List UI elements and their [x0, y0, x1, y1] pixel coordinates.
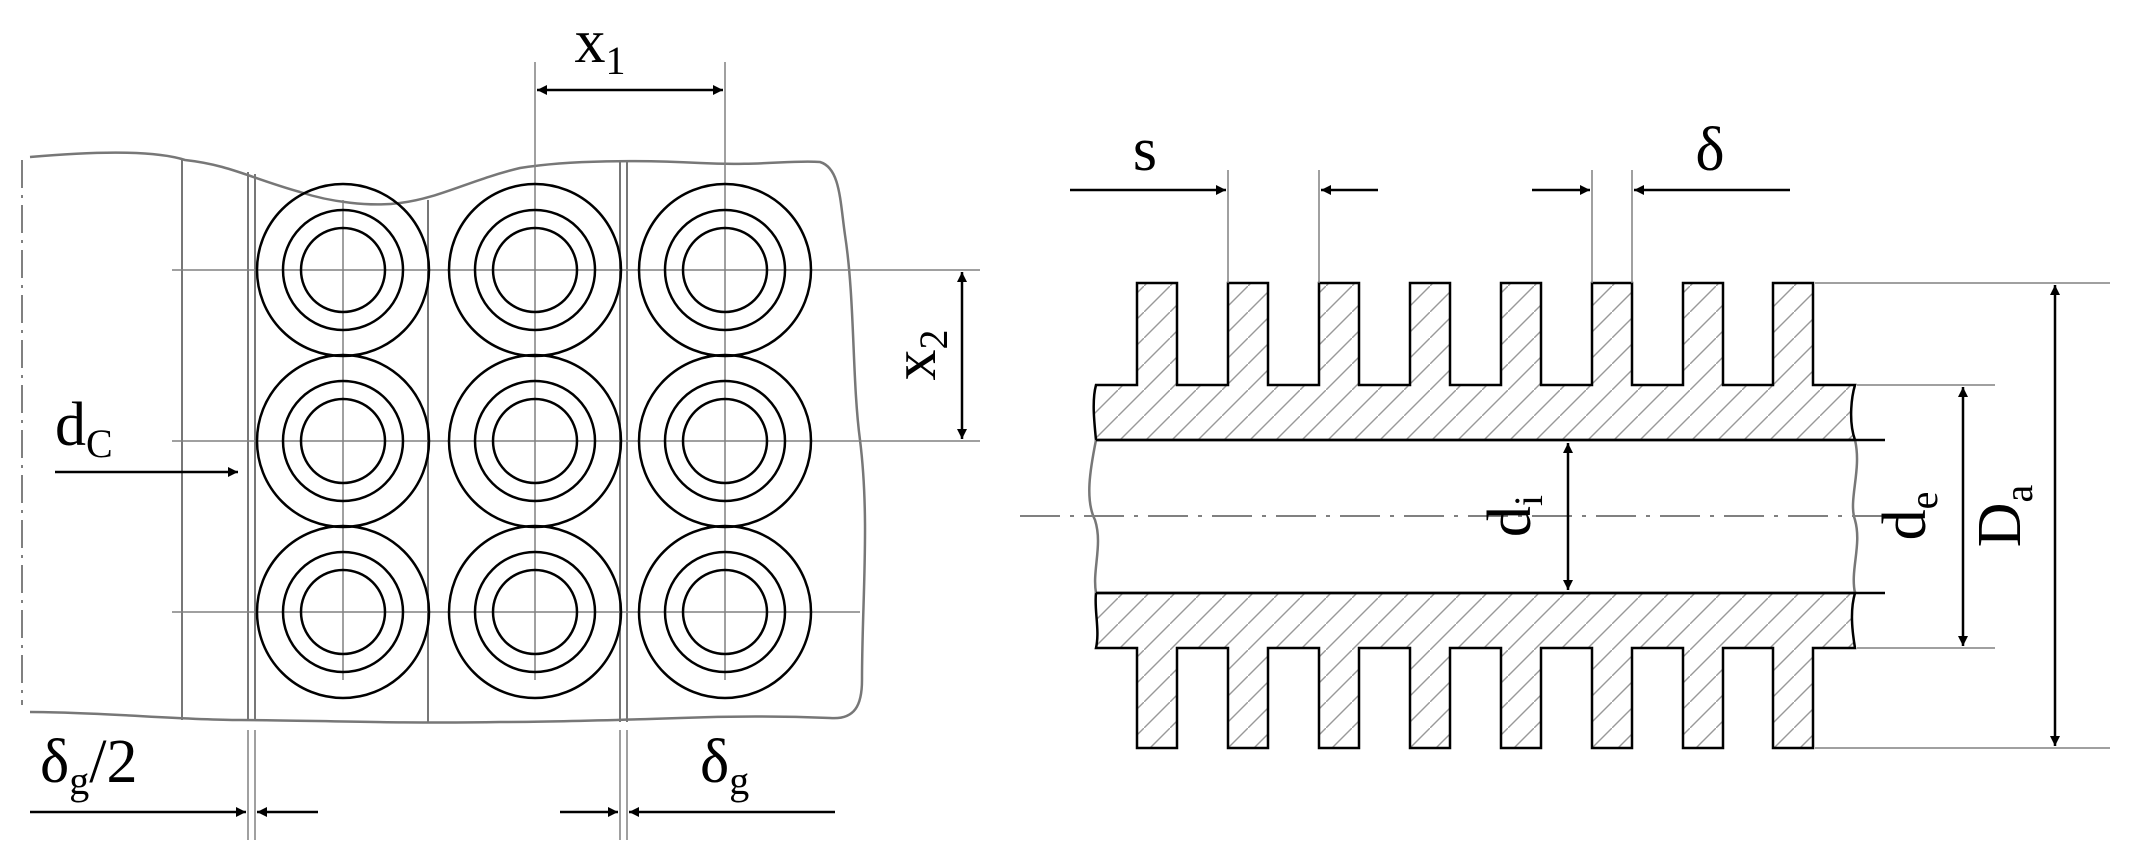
finned-tube-section: s δ di de Da — [1020, 116, 2110, 750]
bore-break-right — [1851, 439, 1859, 594]
break-outline — [29, 151, 867, 724]
dimension-x1: x1 — [537, 8, 723, 95]
di-label: d — [1476, 506, 1544, 537]
dimension-x2: x2 — [881, 272, 967, 439]
svg-text:x2: x2 — [881, 330, 956, 381]
svg-text:Da: Da — [1966, 484, 2041, 547]
svg-text:di: di — [1476, 495, 1551, 537]
dimension-delta-g: δg — [560, 728, 835, 840]
svg-text:x1: x1 — [575, 8, 626, 83]
x1-subscript: 1 — [606, 38, 626, 83]
dimension-delta: δ — [1532, 116, 1790, 195]
bore-break-left — [1088, 439, 1100, 594]
lower-fin-wall — [1094, 591, 1857, 750]
dimension-dC: dC — [55, 391, 238, 477]
tube-bank-view: x1 x2 dC δg/2 — [21, 8, 980, 840]
dC-label: d — [55, 391, 86, 459]
dimension-Da: Da — [1966, 285, 2060, 746]
delta-label: δ — [1695, 116, 1724, 184]
delta-g-label: δ — [700, 728, 729, 796]
de-subscript: e — [1901, 492, 1946, 510]
x1-label: x — [575, 8, 606, 76]
dimension-s: s — [1070, 116, 1378, 195]
tube-array — [255, 182, 813, 700]
x2-subscript: 2 — [911, 330, 956, 350]
delta-g-subscript: g — [729, 758, 749, 803]
tube-r3-c3 — [637, 524, 813, 700]
Da-label: D — [1966, 502, 2034, 547]
s-label: s — [1133, 116, 1157, 184]
tube-r3-c2 — [447, 524, 623, 700]
right-extension-lines — [1815, 282, 2110, 749]
tube-r1-c3 — [637, 182, 813, 358]
tube-r3-c1 — [255, 524, 431, 700]
delta-g-half-subscript: g — [69, 758, 89, 803]
svg-text:δg: δg — [700, 728, 749, 803]
dimension-di: di — [1476, 443, 1573, 590]
top-extension-lines — [1227, 170, 1633, 283]
Da-subscript: a — [1996, 484, 2041, 502]
x2-label: x — [881, 350, 949, 381]
dimension-de: de — [1871, 387, 1968, 646]
column-centerlines — [342, 62, 726, 680]
delta-g-half-label: δ — [40, 728, 69, 796]
svg-text:dC: dC — [55, 391, 113, 466]
tube-r2-c3 — [637, 353, 813, 529]
svg-text:δg/2: δg/2 — [40, 728, 137, 803]
dC-subscript: C — [86, 421, 113, 466]
di-subscript: i — [1506, 495, 1551, 506]
upper-fin-wall — [1092, 281, 1857, 442]
dimension-delta-g-half: δg/2 — [30, 728, 318, 840]
de-label: d — [1871, 509, 1939, 540]
delta-g-half-suffix: /2 — [89, 728, 137, 796]
svg-text:de: de — [1871, 492, 1946, 541]
